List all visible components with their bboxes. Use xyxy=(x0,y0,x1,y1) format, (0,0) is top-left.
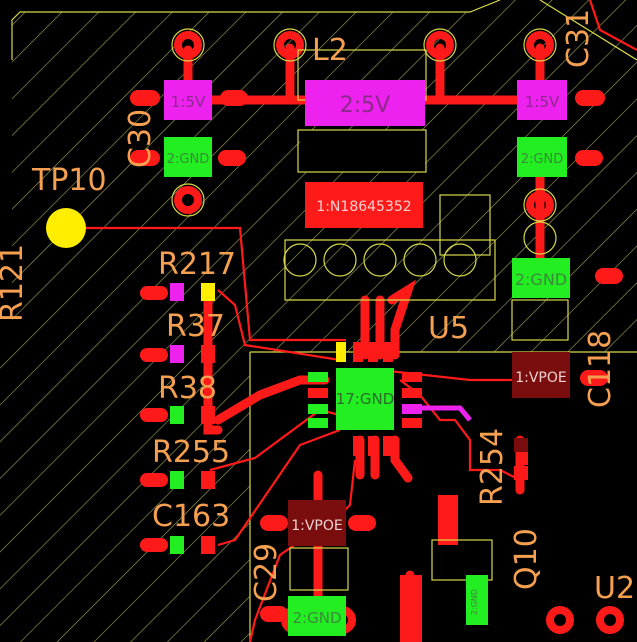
label-r121: R121 xyxy=(0,244,30,322)
thin-traces xyxy=(66,0,637,642)
u5-5v-trace xyxy=(420,405,472,422)
svg-text:2:GND: 2:GND xyxy=(167,152,209,167)
label-r254: R254 xyxy=(475,428,510,506)
silkscreen-labels: L2 C30 C31 TP10 R121 R217 R37 R38 R255 C… xyxy=(0,9,635,606)
label-tp10: TP10 xyxy=(31,163,107,198)
label-c31: C31 xyxy=(561,9,596,68)
svg-text:2:GND: 2:GND xyxy=(521,152,563,167)
part-value-pad: 1:N18645352 xyxy=(305,182,423,228)
pill-pads xyxy=(130,90,623,642)
component-outlines xyxy=(284,49,569,591)
c29-pad-1: 1:VPOE xyxy=(288,500,346,546)
svg-text:2:GND: 2:GND xyxy=(470,589,479,615)
svg-text:1:5V: 1:5V xyxy=(171,93,206,111)
label-l2: L2 xyxy=(312,33,348,68)
c31-pad-2: 2:GND xyxy=(517,137,567,177)
u5-center-pad: 17:GND xyxy=(336,368,395,430)
label-r217: R217 xyxy=(158,247,236,282)
label-c29: C29 xyxy=(249,543,284,602)
label-c118: C118 xyxy=(583,330,618,408)
l2-pad-2: 2:5V xyxy=(305,80,425,126)
c30-pad-2: 2:GND xyxy=(164,137,212,177)
tp10-testpoint xyxy=(46,208,86,248)
label-q10: Q10 xyxy=(509,528,544,590)
svg-text:1:VPOE: 1:VPOE xyxy=(291,518,343,534)
gnd-pad-right: 2:GND xyxy=(512,258,570,298)
label-r37: R37 xyxy=(166,309,225,344)
keepout-upper xyxy=(300,130,425,172)
label-u5: U5 xyxy=(428,311,469,346)
svg-text:1:N18645352: 1:N18645352 xyxy=(316,199,411,215)
label-c163: C163 xyxy=(152,499,230,534)
resistor-pads xyxy=(170,283,528,554)
svg-text:2:GND: 2:GND xyxy=(515,270,567,289)
svg-text:2:5V: 2:5V xyxy=(340,93,390,118)
svg-text:1:VPOE: 1:VPOE xyxy=(515,370,567,386)
label-r255: R255 xyxy=(152,435,230,470)
c30-pad-1: 1:5V xyxy=(164,80,212,120)
svg-text:2:GND: 2:GND xyxy=(293,609,342,627)
label-r38: R38 xyxy=(158,371,217,406)
u5-pins xyxy=(308,342,422,456)
svg-text:1:5V: 1:5V xyxy=(525,93,560,111)
thru-hole-rings xyxy=(171,28,557,277)
svg-text:17:GND: 17:GND xyxy=(336,390,395,408)
label-u2: U2 xyxy=(594,571,635,606)
q10-gnd-pad: 2:GND xyxy=(466,575,488,625)
c118-pad-1: 1:VPOE xyxy=(512,352,570,398)
c29-pad-2: 2:GND xyxy=(288,596,346,636)
c31-pad-1: 1:5V xyxy=(517,80,567,120)
label-c30: C30 xyxy=(123,109,158,168)
